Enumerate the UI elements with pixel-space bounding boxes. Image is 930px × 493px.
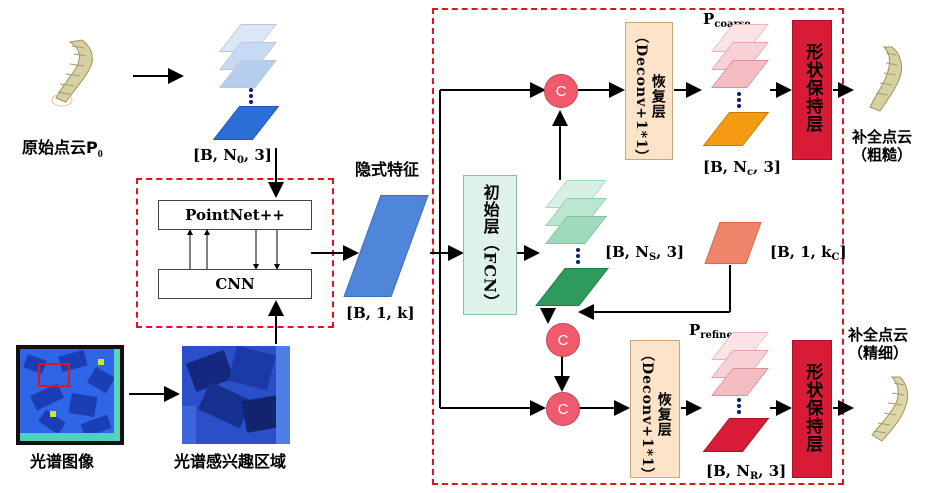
kc-shape-text: [B, 1, k bbox=[770, 243, 832, 261]
complete-coarse-label: 补全点云 （粗糙） bbox=[852, 128, 912, 164]
restore-layer-top: 恢复层（Deconv+1*1） bbox=[625, 22, 673, 165]
refine-shape-sub: R bbox=[749, 471, 759, 482]
complete-fine-label: 补全点云 （精细） bbox=[848, 326, 908, 362]
concat-bottom: C bbox=[546, 392, 580, 426]
spectral-roi-label: 光谱感兴趣区域 bbox=[174, 452, 287, 471]
refine-shape-label: [B, NR, 3] bbox=[706, 464, 786, 482]
init-layer-text: 初始层（FCN） bbox=[480, 184, 500, 311]
latent-shape-label: [B, 1, k] bbox=[346, 304, 415, 322]
coarse-output-cloud-image bbox=[869, 46, 903, 112]
p-refine-label: Prefine bbox=[689, 323, 733, 341]
original-point-cloud-label: 原始点云P0 bbox=[22, 138, 103, 161]
p-refine-text: P bbox=[689, 321, 701, 339]
original-point-cloud-sub: 0 bbox=[97, 149, 103, 161]
kc-shape-end: ] bbox=[839, 243, 847, 261]
input-shape-text: [B, N bbox=[193, 146, 237, 164]
init-shape-label: [B, NS, 3] bbox=[605, 245, 684, 263]
init-shape-sub: S bbox=[648, 252, 657, 263]
spectral-roi-image bbox=[182, 346, 290, 444]
latent-feature-label: 隐式特征 bbox=[355, 160, 420, 179]
init-layer-box: 初始层（FCN） bbox=[463, 175, 517, 315]
shape-keep-bottom-text: 形状保持层 bbox=[802, 363, 823, 453]
restore-layer-bottom: 恢复层（Deconv+1*1） bbox=[630, 340, 680, 483]
fine-output-cloud-image bbox=[871, 376, 909, 442]
kc-shape-label: [B, 1, kC] bbox=[770, 245, 847, 263]
refine-shape-end: , 3] bbox=[758, 462, 787, 480]
spectral-image bbox=[16, 345, 124, 445]
spectral-image-label: 光谱图像 bbox=[30, 452, 95, 471]
original-point-cloud-text: 原始点云P bbox=[22, 138, 98, 157]
pointnet-box: PointNet++ bbox=[158, 200, 312, 230]
roi-marker bbox=[38, 363, 70, 387]
complete-coarse-line2: （粗糙） bbox=[852, 146, 913, 164]
input-shape-end: , 3] bbox=[243, 146, 272, 164]
p-refine-sub: refine bbox=[700, 330, 733, 341]
shape-keep-top-text: 形状保持层 bbox=[802, 43, 823, 133]
input-point-cloud-image bbox=[51, 39, 93, 107]
coarse-shape-sub: c bbox=[746, 167, 754, 178]
input-shape-sub: 0 bbox=[236, 155, 244, 166]
cnn-box: CNN bbox=[158, 269, 312, 299]
coarse-shape-end: , 3] bbox=[753, 158, 782, 176]
p-coarse-text: P bbox=[703, 10, 715, 28]
complete-fine-line1: 补全点云 bbox=[848, 326, 909, 344]
restore-layer-bottom-text: 恢复层（Deconv+1*1） bbox=[639, 347, 672, 483]
concat-middle: C bbox=[546, 323, 580, 357]
init-shape-text: [B, N bbox=[605, 243, 649, 261]
init-shape-end: , 3] bbox=[656, 243, 685, 261]
coarse-shape-label: [B, Nc, 3] bbox=[703, 160, 781, 178]
shape-keep-layer-top: 形状保持层 bbox=[792, 20, 832, 160]
coarse-shape-text: [B, N bbox=[703, 158, 747, 176]
input-shape-label: [B, N0, 3] bbox=[193, 148, 272, 166]
decoder-frame bbox=[432, 8, 844, 485]
refine-shape-text: [B, N bbox=[706, 462, 750, 480]
complete-fine-line2: （精细） bbox=[848, 344, 909, 362]
shape-keep-layer-bottom: 形状保持层 bbox=[792, 340, 832, 478]
kc-shape-sub: C bbox=[831, 252, 840, 263]
complete-coarse-line1: 补全点云 bbox=[852, 128, 913, 146]
restore-layer-top-text: 恢复层（Deconv+1*1） bbox=[633, 29, 666, 165]
concat-top: C bbox=[544, 74, 578, 108]
